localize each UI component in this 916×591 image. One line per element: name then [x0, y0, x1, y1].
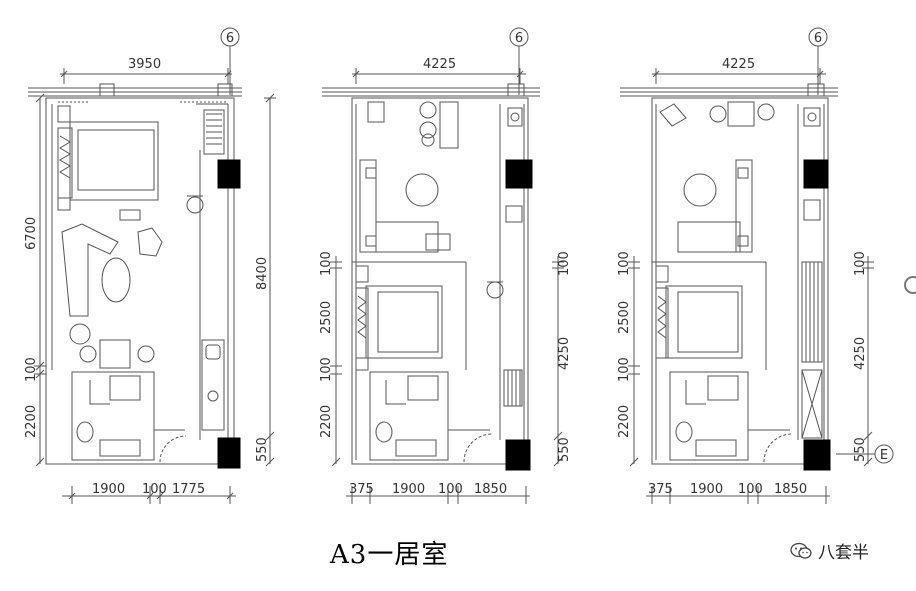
plan1-left-dim-2: 100: [24, 357, 39, 382]
plan3-left-dim-3: 100: [617, 357, 632, 382]
plan3-axis-label: 6: [814, 31, 822, 46]
plan3-bottom-dim-3: 100: [738, 482, 763, 497]
plan2-bottom-dim-2: 1900: [392, 482, 425, 497]
plan-3: [620, 27, 894, 504]
watermark: 八套半: [790, 538, 869, 563]
plan2-top-dimension: 4225: [423, 57, 456, 72]
plan2-right-dim-1: 100: [557, 251, 572, 276]
plan3-right-dim-1: 100: [853, 251, 868, 276]
plan3-right-dim-2: 4250: [853, 337, 868, 370]
plan2-left-dim-2: 2500: [319, 301, 334, 334]
plan2-right-dim-3: 550: [557, 437, 572, 462]
plan2-bottom-dim-4: 1850: [474, 482, 507, 497]
plan2-bottom-dim-3: 100: [438, 482, 463, 497]
plan1-left-dim-3: 2200: [24, 405, 39, 438]
structural-column: [803, 159, 829, 189]
plan3-bottom-dim-1: 375: [648, 482, 673, 497]
structural-column: [217, 437, 241, 469]
plan3-left-dim-2: 2500: [617, 301, 632, 334]
plan2-left-dim-1: 100: [319, 251, 334, 276]
plan3-left-dim-4: 2200: [617, 405, 632, 438]
plan1-bottom-dim-3: 1775: [172, 482, 205, 497]
structural-column: [505, 439, 531, 471]
plan-2: [322, 27, 564, 504]
plan1-axis-label: 6: [226, 31, 234, 46]
plan1-right-dim-1: 8400: [255, 257, 270, 290]
plan1-left-dim-1: 6700: [24, 217, 39, 250]
plan1-right-dim-2: 550: [255, 437, 270, 462]
plan3-top-dimension: 4225: [722, 57, 755, 72]
plan2-left-dim-4: 2200: [319, 405, 334, 438]
plan3-side-axis-label: E: [880, 448, 888, 463]
plan2-bottom-dim-1: 375: [349, 482, 374, 497]
side-scroll-handle[interactable]: [904, 276, 916, 294]
structural-column: [803, 439, 831, 471]
plan2-right-dim-2: 4250: [557, 337, 572, 370]
plan1-top-dimension: 3950: [128, 57, 161, 72]
structural-column: [217, 159, 241, 189]
structural-column: [505, 159, 533, 189]
wechat-bubble-icon: [790, 542, 812, 559]
plan2-axis-label: 6: [515, 31, 523, 46]
plan2-left-dim-3: 100: [319, 357, 334, 382]
plan3-bottom-dim-4: 1850: [774, 482, 807, 497]
plan1-bottom-dim-2: 100: [142, 482, 167, 497]
plan1-bottom-dim-1: 1900: [92, 482, 125, 497]
plan-caption: A3一居室: [330, 540, 449, 570]
plan3-right-dim-3: 550: [853, 437, 868, 462]
plan3-left-dim-1: 100: [617, 251, 632, 276]
watermark-text: 八套半: [818, 543, 869, 563]
plan-1: [28, 27, 276, 504]
plan3-bottom-dim-2: 1900: [690, 482, 723, 497]
